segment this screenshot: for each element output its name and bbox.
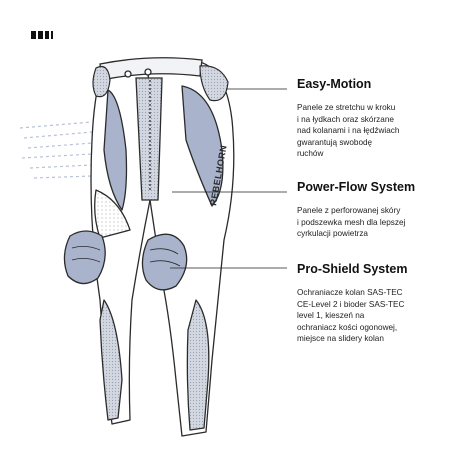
- pants-right-leg: [141, 61, 235, 437]
- feature-power-flow: Power-Flow System Panele z perforowanej …: [297, 180, 447, 240]
- right-hip-protector: [199, 65, 229, 102]
- feature-description: Panele z perforowanej skóry i podszewka …: [297, 206, 406, 238]
- feature-pro-shield: Pro-Shield System Ochraniacze kolan SAS-…: [297, 262, 447, 345]
- brand-logo-icon: [31, 31, 53, 39]
- feature-easy-motion: Easy-Motion Panele ze stretchu w kroku i…: [297, 77, 447, 160]
- feature-description: Panele ze stretchu w kroku i na łydkach …: [297, 103, 400, 158]
- feature-title: Power-Flow System: [297, 180, 416, 194]
- left-hip-protector: [92, 65, 111, 98]
- callout-lines: [170, 88, 287, 269]
- pants-left-leg: [63, 61, 151, 425]
- feature-description: Ochraniacze kolan SAS-TEC CE-Level 2 i b…: [297, 288, 405, 343]
- feature-title: Easy-Motion: [297, 77, 372, 91]
- crotch-stretch-panel: [135, 77, 163, 201]
- airflow-lines: [19, 121, 93, 179]
- feature-title: Pro-Shield System: [297, 262, 408, 276]
